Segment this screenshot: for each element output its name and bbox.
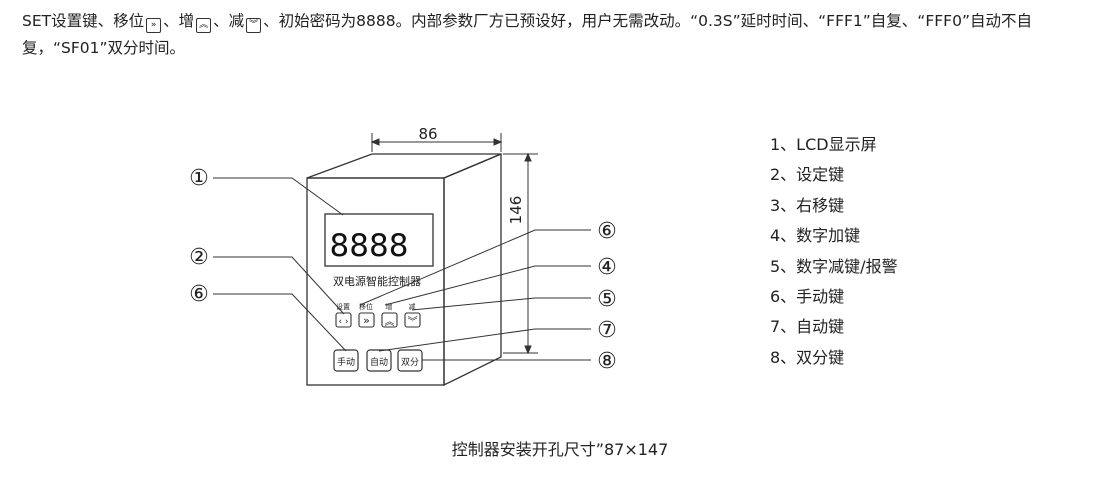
key-label-shift: 移位 [359, 302, 373, 311]
shift-key-icon: » [146, 18, 162, 33]
callout-4: ④ [597, 255, 617, 280]
legend-item-7: 7、自动键 [770, 317, 845, 337]
key-label-down: 减 [409, 302, 416, 311]
width-dimension [370, 133, 503, 152]
legend-item-2: 2、设定键 [770, 165, 845, 185]
up-key-icon: ︽ [196, 18, 212, 33]
lcd-display-value: 8888 [330, 228, 409, 264]
auto-button-label: 自动 [370, 356, 388, 368]
key-label-set: 设置 [336, 302, 350, 311]
double-split-button-label: 双分 [401, 357, 419, 368]
auto-button [366, 349, 392, 372]
set-key-glyph: ‹ › [338, 317, 348, 327]
intro-text-3: 、减 [213, 12, 245, 30]
legend-item-6: 6、手动键 [770, 286, 845, 306]
legend-item-8: 8、双分键 [770, 347, 845, 367]
callout-8: ⑧ [597, 349, 617, 374]
device-side-face [443, 153, 502, 387]
callout-7: ⑦ [597, 318, 617, 343]
shift-key-glyph: » [363, 314, 370, 327]
down-key [404, 312, 421, 328]
legend-item-4: 4、数字加键 [770, 226, 861, 246]
height-dimension [503, 152, 538, 355]
width-dimension-label: 86 [418, 125, 437, 143]
leader-lines [213, 177, 591, 361]
lcd-screen [324, 213, 434, 267]
callout-1: ① [189, 166, 209, 191]
manual-button [333, 349, 359, 372]
key-label-up: 增 [386, 302, 393, 311]
up-key [381, 312, 398, 328]
up-key-glyph: ︽ [385, 317, 395, 328]
legend-item-5: 5、数字减键/报警 [770, 256, 898, 276]
callout-6-right: ⑥ [597, 219, 617, 244]
down-key-icon: ︾ [246, 18, 262, 33]
cutout-caption: 控制器安装开孔尺寸”87×147 [451, 440, 669, 459]
callout-2: ② [189, 245, 209, 270]
intro-text-4: 、初始密码为8888。内部参数厂方已预设好，用户无需改动。“0.3S”延时时间、… [22, 12, 1032, 57]
shift-key [358, 312, 375, 328]
intro-text-2: 、增 [163, 12, 195, 30]
legend-list: 1、LCD显示屏 2、设定键 3、右移键 4、数字加键 5、数字减键/报警 6、… [770, 130, 898, 373]
intro-paragraph: SET设置键、移位»、增︽、减︾、初始密码为8888。内部参数厂方已预设好，用户… [22, 8, 1107, 62]
device-name: 双电源智能控制器 [333, 274, 421, 288]
callout-6-left: ⑥ [189, 282, 209, 307]
legend-item-3: 3、右移键 [770, 195, 845, 215]
callout-5: ⑤ [597, 287, 617, 312]
legend-item-1: 1、LCD显示屏 [770, 135, 877, 154]
height-dimension-label: 146 [507, 196, 525, 225]
down-key-glyph: ︾ [408, 316, 418, 328]
intro-text-1: SET设置键、移位 [22, 12, 145, 30]
manual-button-label: 手动 [337, 356, 355, 368]
